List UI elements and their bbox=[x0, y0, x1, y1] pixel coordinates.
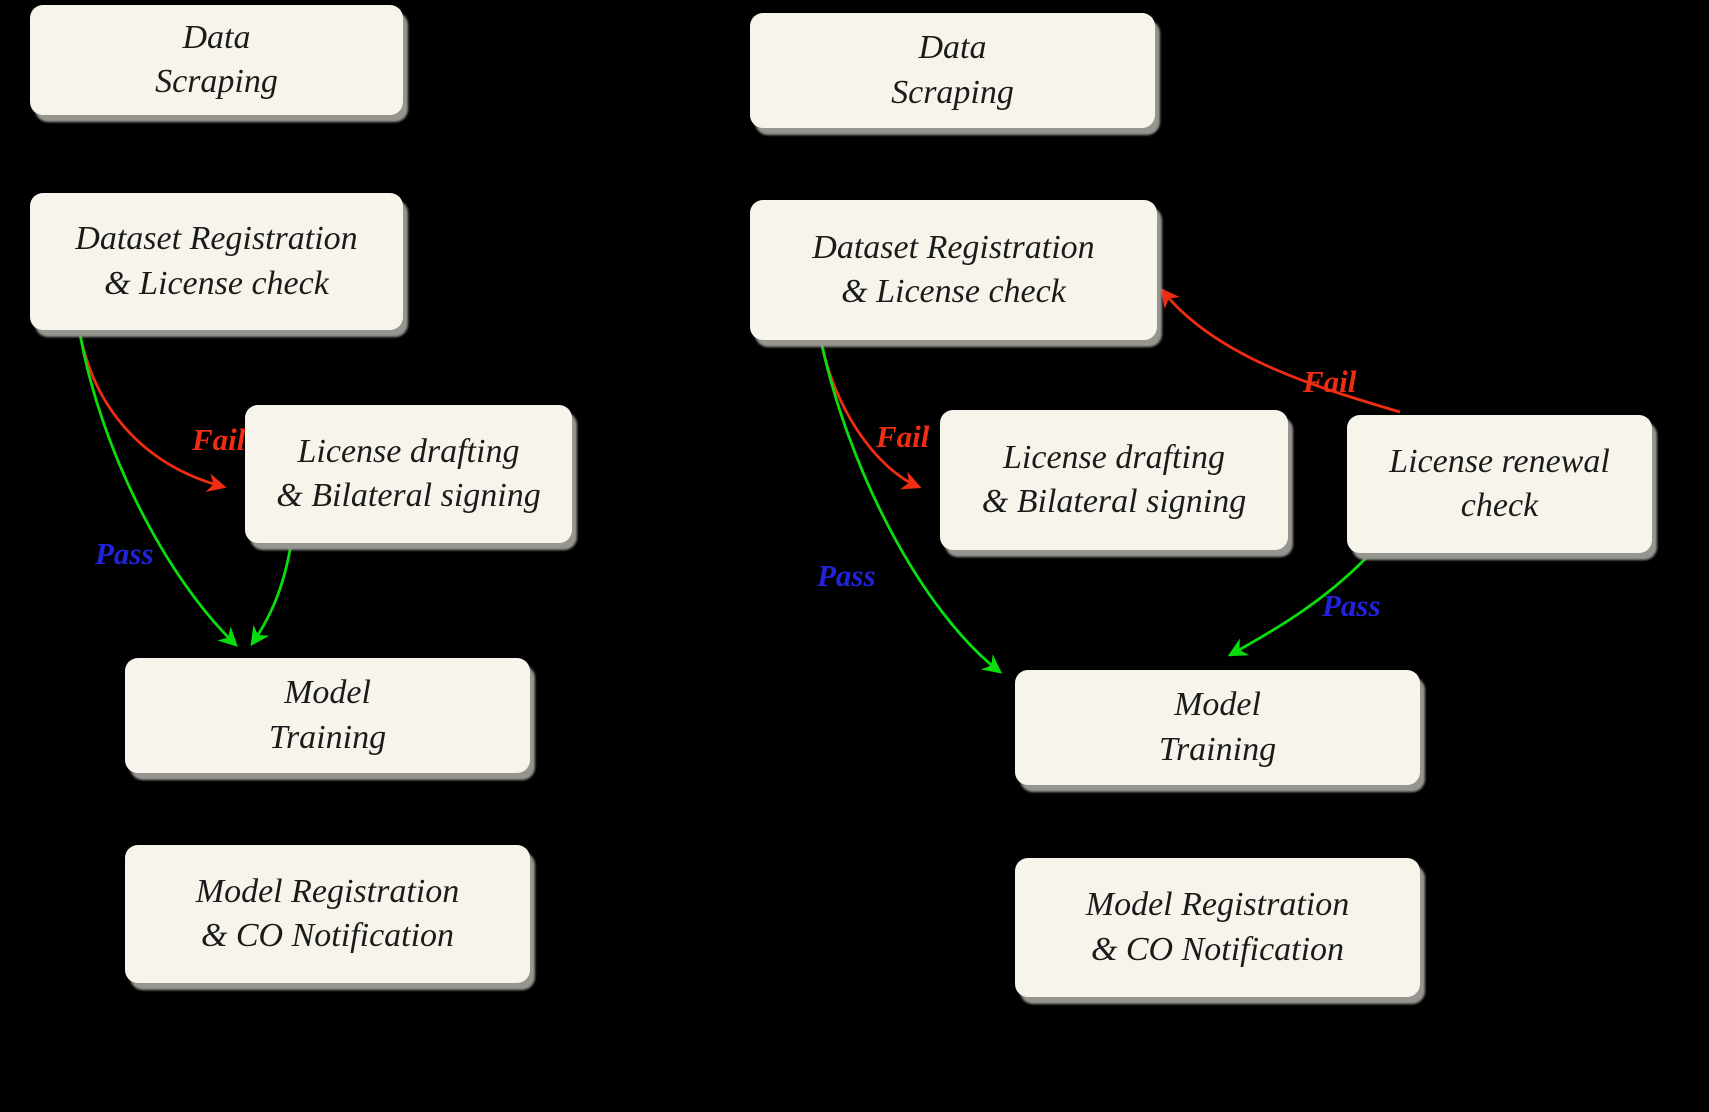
right-fail-arrow bbox=[818, 335, 922, 490]
right-node-license-drafting: License drafting & Bilateral signing bbox=[940, 410, 1288, 550]
right-pass-label: Pass bbox=[817, 558, 876, 593]
right-pass-arrow bbox=[818, 335, 1003, 674]
right-node-model-training: Model Training bbox=[1015, 670, 1420, 785]
left-node-dataset-registration: Dataset Registration & License check bbox=[30, 193, 403, 330]
right-renewal-fail-arrow bbox=[1160, 287, 1401, 414]
left-pass-arrow bbox=[77, 327, 238, 647]
left-pass-label: Pass bbox=[95, 536, 154, 571]
left-node-license-drafting: License drafting & Bilateral signing bbox=[245, 405, 572, 543]
left-node-model-training: Model Training bbox=[125, 658, 530, 773]
right-renewal-fail-label: Fail bbox=[1303, 364, 1357, 399]
right-renewal-pass-label: Pass bbox=[1322, 588, 1381, 623]
left-fail-label: Fail bbox=[192, 422, 246, 457]
left-node-data-scraping: Data Scraping bbox=[30, 5, 403, 115]
right-fail-label: Fail bbox=[876, 419, 930, 454]
left-fail-arrow bbox=[77, 327, 227, 493]
right-node-model-registration: Model Registration & CO Notification bbox=[1015, 858, 1420, 997]
left-node-model-registration: Model Registration & CO Notification bbox=[125, 845, 530, 983]
right-renewal-pass-arrow bbox=[1227, 557, 1368, 657]
right-node-license-renewal: License renewal check bbox=[1347, 415, 1652, 553]
right-node-dataset-registration: Dataset Registration & License check bbox=[750, 200, 1157, 340]
right-node-data-scraping: Data Scraping bbox=[750, 13, 1155, 128]
left-drafting-return-arrow bbox=[250, 543, 293, 647]
